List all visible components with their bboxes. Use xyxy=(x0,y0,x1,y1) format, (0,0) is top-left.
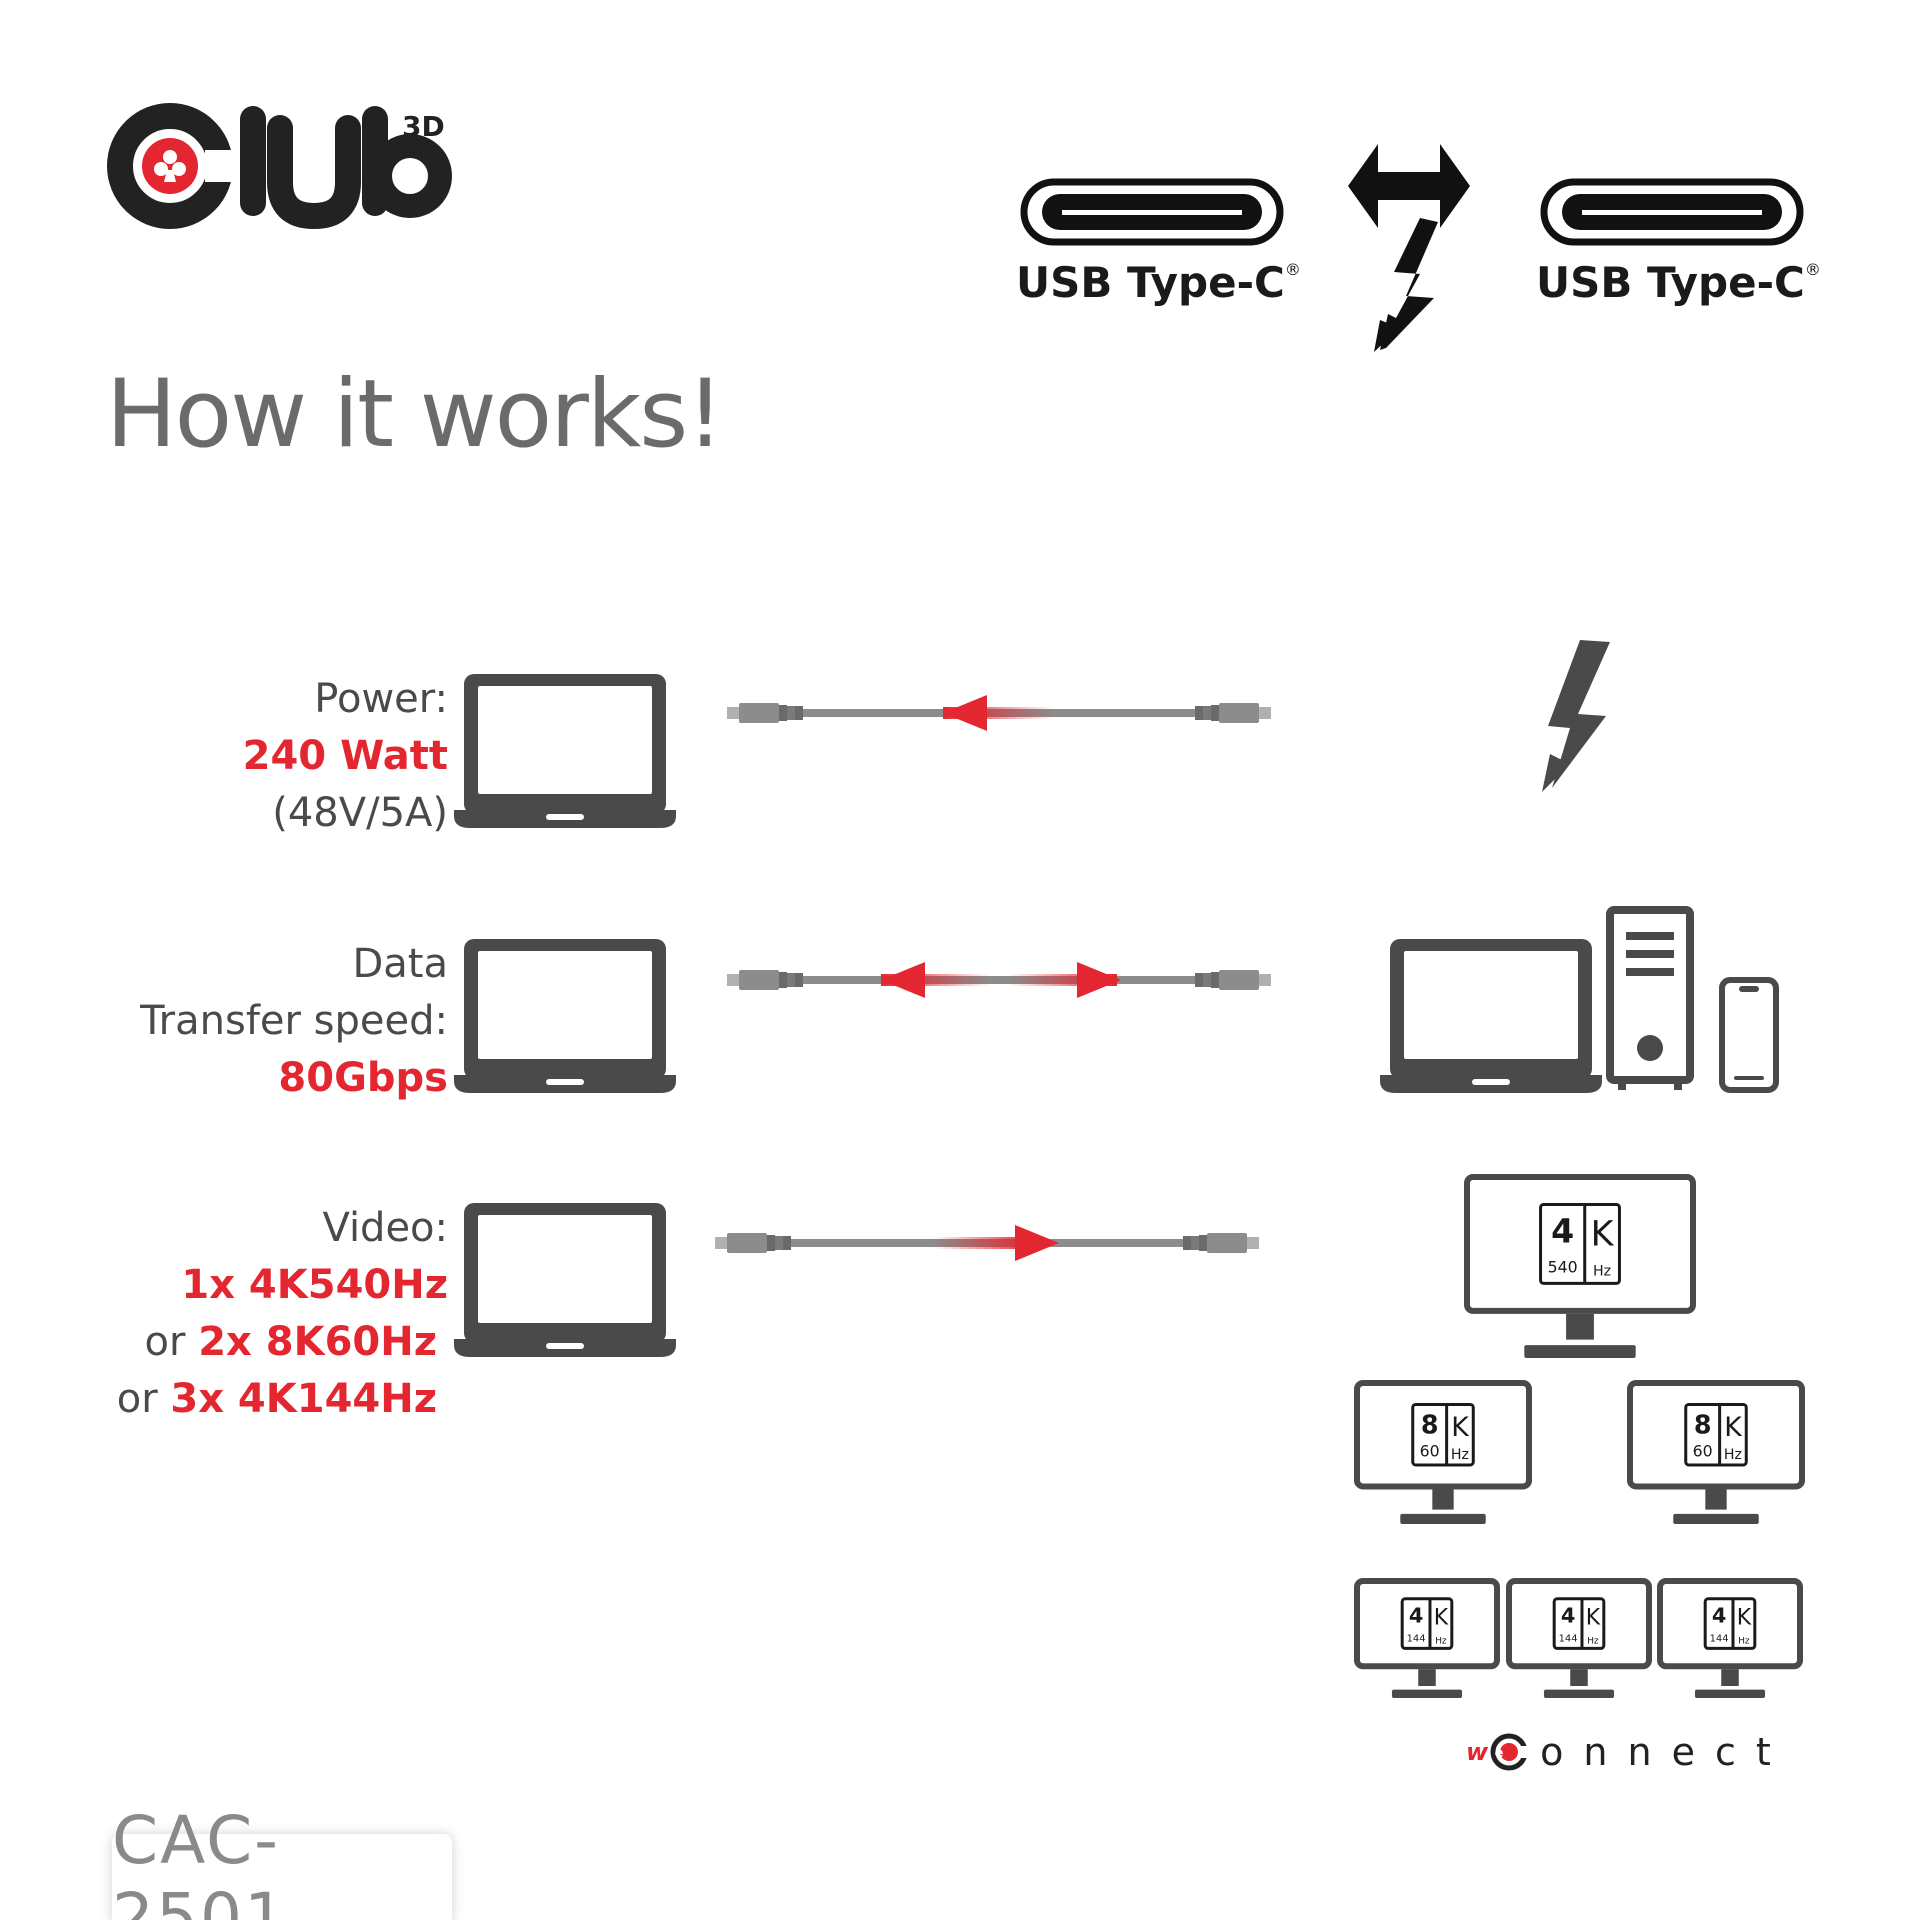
laptop-icon-power xyxy=(454,670,676,830)
cable-wire xyxy=(803,976,1195,984)
laptop-icon-data xyxy=(454,935,676,1095)
badge-unit: Hz xyxy=(1435,1636,1447,1646)
badge-unit: Hz xyxy=(1587,1636,1599,1646)
monitor-icon-dual-2: 8 60 K Hz xyxy=(1627,1380,1805,1524)
badge-letter: K xyxy=(1591,1214,1615,1254)
usb-c-port-icon-right xyxy=(1540,178,1804,246)
registered-mark: ® xyxy=(1284,260,1301,279)
monitor-icon-triple-3: 4 144 K Hz xyxy=(1657,1578,1803,1698)
usb-c-label-left-text: USB Type-C xyxy=(1016,258,1285,307)
resolution-badge: 4 144 K Hz xyxy=(1400,1597,1454,1650)
badge-unit: Hz xyxy=(1451,1447,1469,1463)
usb-c-cable-power xyxy=(727,693,1271,733)
data-label-line1: Data xyxy=(352,941,448,987)
video-option-1: 1x 4K540Hz xyxy=(181,1262,448,1308)
resolution-badge: 8 60 K Hz xyxy=(1684,1402,1748,1467)
video-label: Video: xyxy=(322,1205,448,1251)
resolution-badge: 4 540 K Hz xyxy=(1539,1202,1621,1285)
monitor-icon-triple-2: 4 144 K Hz xyxy=(1506,1578,1652,1698)
badge-resolution: 4 xyxy=(1551,1211,1574,1250)
or-prefix-2: or xyxy=(144,1319,186,1365)
double-arrow-lightning-icon xyxy=(1340,138,1480,358)
smartphone-icon xyxy=(1718,976,1780,1094)
badge-rate: 144 xyxy=(1407,1633,1426,1644)
badge-letter: K xyxy=(1434,1606,1449,1631)
monitor-icon-single: 4 540 K Hz xyxy=(1464,1174,1696,1358)
brand-superscript: 3D xyxy=(402,110,445,143)
badge-letter: K xyxy=(1737,1606,1752,1631)
model-tab: CAC-2501 xyxy=(112,1802,452,1920)
laptop-icon-device xyxy=(1380,935,1602,1095)
model-number: CAC-2501 xyxy=(112,1802,288,1920)
badge-resolution: 8 xyxy=(1421,1410,1439,1440)
badge-rate: 540 xyxy=(1548,1257,1578,1276)
usb-c-port-icon-left xyxy=(1020,178,1284,246)
badge-unit: Hz xyxy=(1593,1263,1611,1279)
badge-resolution: 4 xyxy=(1409,1604,1424,1628)
video-option-3: 3x 4K144Hz xyxy=(170,1376,437,1422)
or-prefix-3: or xyxy=(116,1376,158,1422)
usb-c-label-right: USB Type-C® xyxy=(1536,258,1821,307)
weconnect-brand-text: onnect xyxy=(1540,1730,1791,1774)
desktop-tower-icon xyxy=(1606,906,1694,1092)
badge-letter: K xyxy=(1451,1412,1470,1443)
badge-letter: K xyxy=(1724,1412,1743,1443)
badge-resolution: 8 xyxy=(1694,1410,1712,1440)
monitor-icon-dual-1: 8 60 K Hz xyxy=(1354,1380,1532,1524)
page-title: How it works! xyxy=(106,360,724,469)
weconnect-logo: w e onnect xyxy=(1466,1730,1791,1774)
video-option-3-line: or 3x 4K144Hz xyxy=(117,1371,437,1428)
cable-glow xyxy=(933,1237,1033,1249)
badge-resolution: 4 xyxy=(1561,1604,1576,1628)
data-description: Data Transfer speed: 80Gbps xyxy=(140,936,448,1107)
arrow-right-icon xyxy=(1077,962,1121,998)
data-label-line2: Transfer speed: xyxy=(140,998,448,1044)
badge-rate: 144 xyxy=(1559,1633,1578,1644)
laptop-icon-video xyxy=(454,1199,676,1359)
weconnect-badge-letter: e xyxy=(1495,1746,1524,1761)
arrow-left-icon xyxy=(943,695,987,731)
usb-c-cable-data xyxy=(727,960,1271,1000)
registered-mark: ® xyxy=(1804,260,1821,279)
power-detail: (48V/5A) xyxy=(272,790,448,836)
club-logo xyxy=(107,100,470,230)
video-option-2-line: or 2x 8K60Hz xyxy=(145,1314,437,1371)
badge-rate: 60 xyxy=(1420,1442,1440,1461)
data-value: 80Gbps xyxy=(278,1055,448,1101)
usb-c-cable-video xyxy=(715,1223,1259,1263)
video-description: Video: 1x 4K540Hz xyxy=(181,1200,448,1314)
badge-unit: Hz xyxy=(1724,1447,1742,1463)
arrow-left-icon xyxy=(881,962,925,998)
power-value: 240 Watt xyxy=(242,733,448,779)
badge-resolution: 4 xyxy=(1712,1604,1727,1628)
lightning-icon xyxy=(1540,638,1620,794)
usb-c-label-right-text: USB Type-C xyxy=(1536,258,1805,307)
badge-rate: 144 xyxy=(1710,1633,1729,1644)
arrow-right-icon xyxy=(1015,1225,1059,1261)
weconnect-badge: e xyxy=(1490,1733,1529,1771)
resolution-badge: 4 144 K Hz xyxy=(1703,1597,1757,1650)
badge-letter: K xyxy=(1586,1606,1601,1631)
resolution-badge: 8 60 K Hz xyxy=(1411,1402,1475,1467)
badge-unit: Hz xyxy=(1738,1636,1750,1646)
power-label: Power: xyxy=(314,676,448,722)
monitor-icon-triple-1: 4 144 K Hz xyxy=(1354,1578,1500,1698)
power-description: Power: 240 Watt (48V/5A) xyxy=(243,671,448,842)
usb-c-label-left: USB Type-C® xyxy=(1016,258,1301,307)
resolution-badge: 4 144 K Hz xyxy=(1552,1597,1606,1650)
badge-rate: 60 xyxy=(1693,1442,1713,1461)
weconnect-prefix: w xyxy=(1466,1738,1489,1766)
video-option-2: 2x 8K60Hz xyxy=(198,1319,437,1365)
